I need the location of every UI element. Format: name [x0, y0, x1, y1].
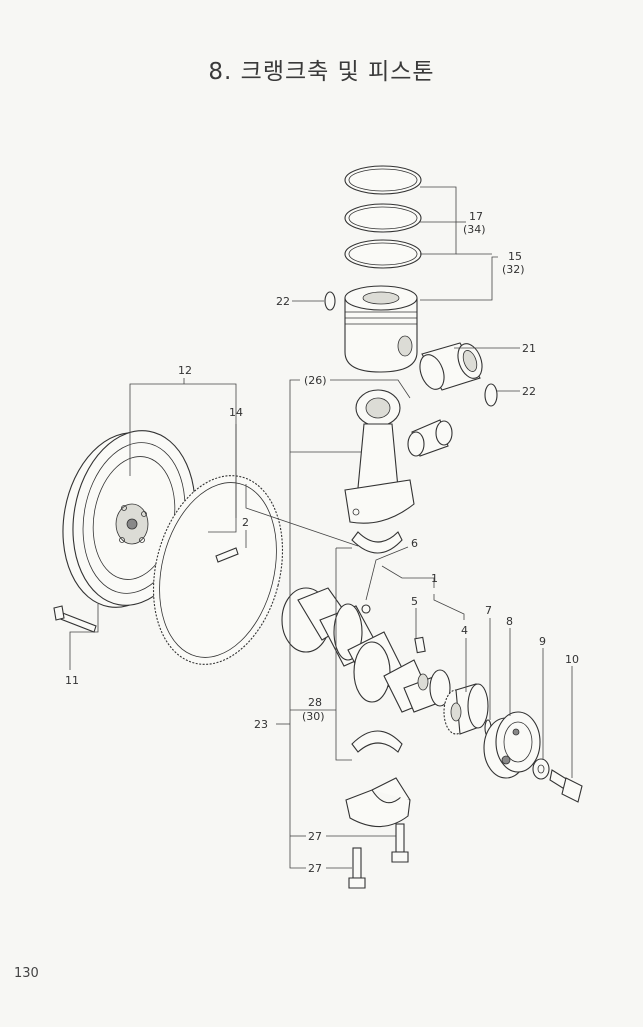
piston	[344, 285, 418, 373]
callout-11: 11	[65, 674, 79, 687]
connecting-rod-bolt-upper	[391, 823, 409, 863]
page-number: 130	[14, 966, 39, 981]
snap-ring-left	[324, 291, 336, 311]
callout-22-right: 22	[522, 385, 536, 398]
piston-pin	[419, 342, 483, 391]
callout-14: 14	[229, 406, 243, 419]
crankshaft-gear	[443, 683, 489, 735]
callout-23: 23	[254, 718, 268, 731]
callout-2: 2	[242, 516, 249, 529]
callout-28-alt: (30)	[302, 710, 325, 723]
callout-7: 7	[485, 604, 492, 617]
crankshaft-pulley	[483, 711, 541, 779]
connecting-rod	[344, 389, 415, 524]
callout-17-alt: (34)	[463, 223, 486, 236]
upper-bearing-shell	[351, 531, 403, 554]
connecting-rod-bolt-lower	[348, 847, 366, 889]
callout-6: 6	[411, 537, 418, 550]
callout-27-upper: 27	[308, 830, 322, 843]
crank-key	[414, 636, 426, 654]
callout-26: (26)	[304, 374, 327, 387]
callout-21: 21	[522, 342, 536, 355]
pulley-bolt	[549, 769, 583, 803]
callout-8: 8	[506, 615, 513, 628]
callout-1: 1	[431, 572, 438, 585]
ring-gear	[152, 475, 284, 665]
callout-9: 9	[539, 635, 546, 648]
page-title: 8. 크랭크축 및 피스톤	[208, 59, 435, 85]
callout-28: 28	[308, 696, 322, 709]
pulley-washer	[532, 758, 550, 780]
callout-15: 15	[508, 250, 522, 263]
connecting-rod-cap	[345, 777, 411, 828]
callout-5: 5	[411, 595, 418, 608]
callout-27-lower: 27	[308, 862, 322, 875]
callout-22-left: 22	[276, 295, 290, 308]
small-end-bushing	[407, 419, 453, 457]
callout-10: 10	[565, 653, 579, 666]
dowel-pin	[215, 547, 239, 563]
callout-labels: 17 (34) 15 (32) 22 21 22 (26) 12 14 2 6 …	[65, 210, 579, 875]
leader-lines	[69, 186, 573, 869]
callout-17: 17	[469, 210, 483, 223]
callout-4: 4	[461, 624, 468, 637]
piston-rings	[344, 165, 422, 269]
callout-15-alt: (32)	[502, 263, 525, 276]
lower-bearing-shell	[351, 730, 403, 753]
oil-plug	[361, 604, 371, 614]
flywheel-bolt	[53, 605, 97, 633]
callout-12: 12	[178, 364, 192, 377]
snap-ring-right	[484, 383, 498, 407]
